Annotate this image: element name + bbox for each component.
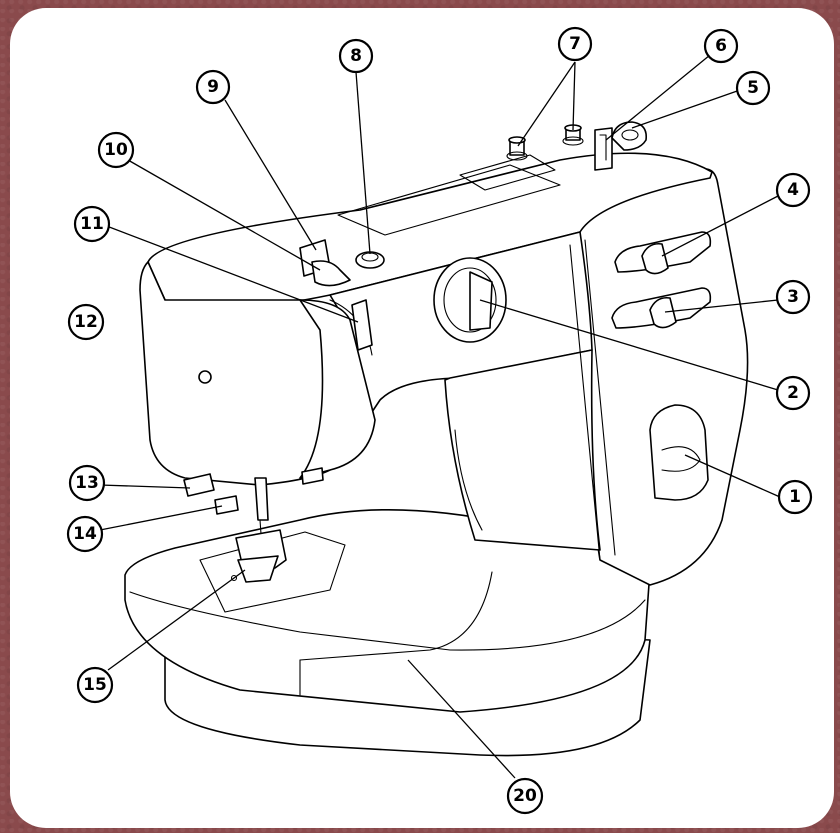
callout-15: 15 (76, 666, 114, 704)
callout-13: 13 (68, 464, 106, 502)
callout-8-label: 8 (350, 46, 362, 66)
callout-7-label: 7 (569, 34, 581, 54)
callout-14: 14 (66, 515, 104, 553)
callout-7: 7 (557, 26, 593, 62)
callout-10-label: 10 (104, 140, 128, 160)
callout-8: 8 (338, 38, 374, 74)
callout-15-label: 15 (83, 675, 107, 695)
callout-11: 11 (73, 205, 111, 243)
controls (433, 231, 712, 501)
callout-5-label: 5 (747, 78, 759, 98)
leader-lines (99, 54, 781, 779)
callout-3: 3 (775, 279, 811, 315)
callout-14-label: 14 (73, 524, 97, 544)
callout-6: 6 (703, 28, 739, 64)
callout-20-label: 20 (513, 786, 537, 806)
callout-1: 1 (777, 479, 813, 515)
callout-12: 12 (67, 303, 105, 341)
machine-head (139, 261, 376, 583)
callout-5: 5 (735, 70, 771, 106)
callout-2-label: 2 (787, 383, 799, 403)
callout-4: 4 (775, 172, 811, 208)
callout-1-label: 1 (789, 487, 801, 507)
callout-9-label: 9 (207, 77, 219, 97)
callout-13-label: 13 (75, 473, 99, 493)
callout-10: 10 (97, 131, 135, 169)
callout-20: 20 (506, 777, 544, 815)
callout-3-label: 3 (787, 287, 799, 307)
callout-12-label: 12 (74, 312, 98, 332)
callout-6-label: 6 (715, 36, 727, 56)
callout-2: 2 (775, 375, 811, 411)
callout-11-label: 11 (80, 214, 104, 234)
callout-9: 9 (195, 69, 231, 105)
callout-4-label: 4 (787, 180, 799, 200)
